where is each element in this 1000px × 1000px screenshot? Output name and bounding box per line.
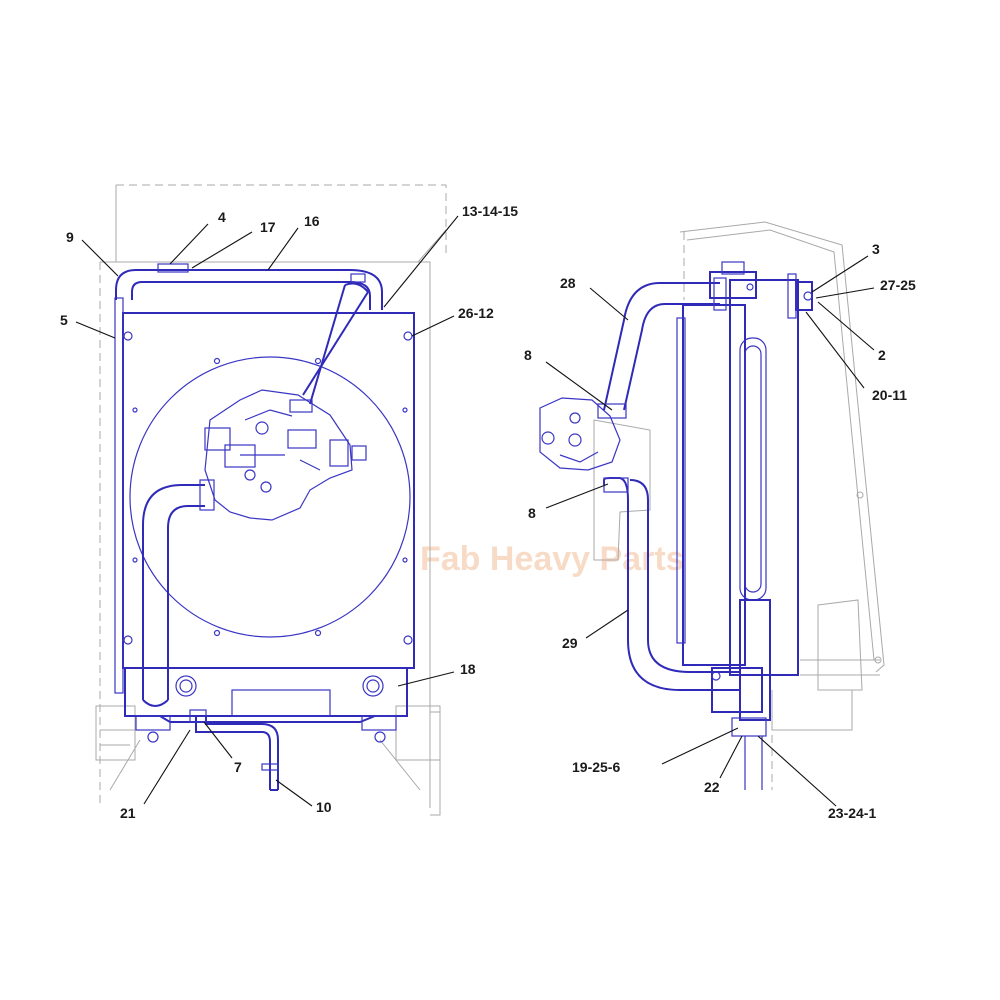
side-fittings (711, 273, 813, 681)
upper-hose-front (289, 282, 369, 413)
watermark-text: Fab Heavy Parts (420, 540, 685, 578)
callout-5: 5 (60, 312, 68, 328)
callout-27-25: 27-25 (880, 277, 916, 293)
front-callouts: 9 4 17 16 13-14-15 5 26-12 18 7 21 10 (60, 203, 518, 821)
front-ghost-enclosure (95, 184, 447, 816)
callout-8-upper: 8 (524, 347, 532, 363)
callout-17: 17 (260, 219, 276, 235)
callout-19-25-6: 19-25-6 (572, 759, 620, 775)
callout-10: 10 (316, 799, 332, 815)
callout-13-14-15: 13-14-15 (462, 203, 518, 219)
drain-pipe-front (189, 709, 279, 791)
lower-hose-front (142, 479, 215, 707)
callout-22: 22 (704, 779, 720, 795)
callout-3: 3 (872, 241, 880, 257)
callout-29: 29 (562, 635, 578, 651)
callout-18: 18 (460, 661, 476, 677)
callout-26-12: 26-12 (458, 305, 494, 321)
bottom-tank-front (124, 667, 408, 743)
callout-21: 21 (120, 805, 136, 821)
callout-2: 2 (878, 347, 886, 363)
engine-assembly-front (204, 389, 367, 521)
side-callouts: 3 27-25 28 2 20-11 8 8 29 19-25-6 22 23-… (524, 241, 916, 821)
side-view: 3 27-25 28 2 20-11 8 8 29 19-25-6 22 23-… (524, 221, 916, 821)
callout-8-lower: 8 (528, 505, 536, 521)
top-tube-front (115, 263, 383, 310)
front-view: 9 4 17 16 13-14-15 5 26-12 18 7 21 10 (60, 184, 518, 821)
callout-7: 7 (234, 759, 242, 775)
callout-16: 16 (304, 213, 320, 229)
radiator-core-front (114, 297, 415, 694)
lower-hose-side (603, 477, 740, 691)
callout-9: 9 (66, 229, 74, 245)
radiator-core-side (676, 261, 799, 790)
upper-hose-side (597, 277, 727, 419)
side-ghost-guard (593, 221, 885, 790)
callout-28: 28 (560, 275, 576, 291)
side-bracket (539, 397, 621, 471)
callout-23-24-1: 23-24-1 (828, 805, 876, 821)
callout-20-11: 20-11 (872, 387, 907, 403)
callout-4: 4 (218, 209, 226, 225)
